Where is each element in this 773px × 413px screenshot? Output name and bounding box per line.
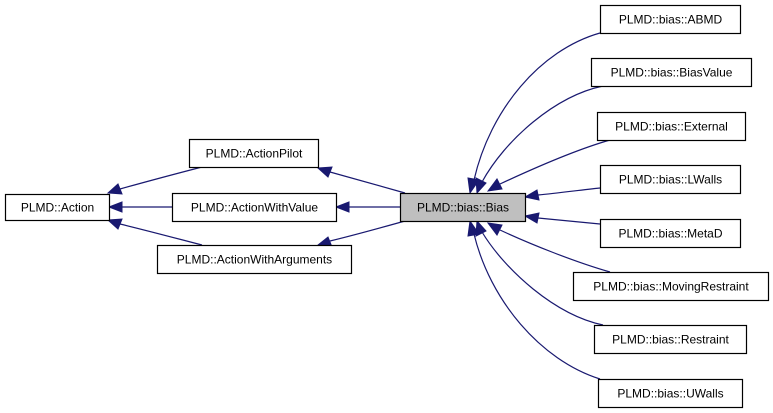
node-label: PLMD::bias::Bias — [417, 201, 509, 215]
node-external[interactable]: PLMD::bias::External — [596, 111, 747, 142]
node-label: PLMD::ActionWithArguments — [177, 253, 332, 267]
edge-bias-to-witharguments — [316, 220, 406, 248]
edge-pilot-to-action — [106, 166, 203, 195]
node-restraint[interactable]: PLMD::bias::Restraint — [593, 324, 748, 355]
node-action[interactable]: PLMD::Action — [4, 193, 111, 222]
node-label: PLMD::bias::UWalls — [617, 387, 723, 401]
node-label: PLMD::Action — [21, 201, 94, 215]
node-label: PLMD::ActionPilot — [206, 147, 303, 161]
node-action-with-arguments[interactable]: PLMD::ActionWithArguments — [156, 244, 353, 275]
node-metad[interactable]: PLMD::bias::MetaD — [599, 218, 742, 249]
edge-witharguments-to-action — [106, 218, 203, 246]
edge-external-to-bias — [486, 139, 611, 192]
edge-restraint-to-bias — [475, 219, 604, 326]
edge-bias-to-withvalue — [334, 201, 400, 213]
node-bias-focus[interactable]: PLMD::bias::Bias — [399, 192, 527, 223]
edge-withvalue-to-action — [107, 201, 172, 213]
edge-lwalls-to-bias — [523, 187, 601, 201]
node-label: PLMD::bias::LWalls — [619, 173, 722, 187]
node-label: PLMD::ActionWithValue — [191, 201, 318, 215]
node-uwalls[interactable]: PLMD::bias::UWalls — [597, 378, 744, 409]
node-bias-value[interactable]: PLMD::bias::BiasValue — [590, 57, 753, 88]
node-action-with-value[interactable]: PLMD::ActionWithValue — [171, 192, 338, 223]
node-label: PLMD::bias::MovingRestraint — [593, 280, 749, 294]
edge-bias-to-pilot — [316, 166, 406, 194]
node-action-pilot[interactable]: PLMD::ActionPilot — [188, 138, 320, 169]
edge-movingrestraint-to-bias — [486, 222, 611, 273]
node-label: PLMD::bias::BiasValue — [611, 66, 733, 80]
node-abmd[interactable]: PLMD::bias::ABMD — [599, 4, 742, 35]
node-label: PLMD::bias::MetaD — [618, 227, 722, 241]
nodes-layer: PLMD::Action PLMD::ActionPilot PLMD::Act… — [4, 4, 770, 409]
edge-uwalls-to-bias — [467, 219, 601, 380]
node-label: PLMD::bias::External — [615, 120, 728, 134]
node-moving-restraint[interactable]: PLMD::bias::MovingRestraint — [572, 271, 770, 302]
edge-biasvalue-to-bias — [475, 85, 604, 195]
node-lwalls[interactable]: PLMD::bias::LWalls — [599, 164, 742, 195]
edge-metad-to-bias — [523, 212, 601, 225]
node-label: PLMD::bias::ABMD — [619, 13, 723, 27]
edges-layer — [106, 32, 611, 380]
node-label: PLMD::bias::Restraint — [612, 333, 729, 347]
